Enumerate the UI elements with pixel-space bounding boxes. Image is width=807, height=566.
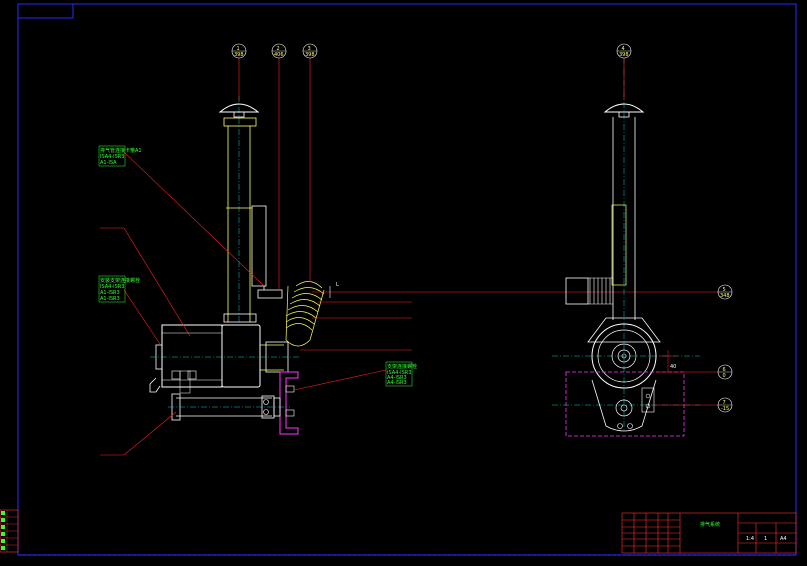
svg-text:A4-ISR3: A4-ISR3: [387, 375, 407, 381]
svg-text:1: 1: [237, 46, 240, 52]
svg-text:-15: -15: [721, 406, 729, 412]
svg-text:398: 398: [305, 52, 315, 58]
side-view: L: [100, 58, 720, 456]
title-sheet: 1: [764, 536, 767, 542]
bubble-5: 5 348: [717, 284, 733, 300]
corner-tab: [17, 3, 74, 19]
svg-text:2: 2: [277, 46, 280, 52]
bubble-4: 4 398: [616, 43, 632, 59]
dim-mark-right: 40: [670, 364, 676, 370]
svg-text:A1-ISR3: A1-ISR3: [100, 290, 120, 296]
svg-text:5: 5: [723, 287, 726, 293]
front-view: 40: [552, 58, 718, 437]
svg-text:ISA4-ISR3: ISA4-ISR3: [100, 284, 124, 290]
note-3: 支架连接螺栓 ISA4-ISR3 A4-ISR3 A4-ISR3: [385, 361, 417, 387]
muffler-end-outer: [591, 323, 657, 389]
frame-mount: [279, 371, 299, 435]
revision-strip: [0, 509, 19, 553]
title-rev: A4: [780, 536, 787, 542]
svg-text:ISA4-ISR3: ISA4-ISR3: [100, 154, 124, 160]
svg-text:安装支架连接螺栓: 安装支架连接螺栓: [100, 277, 140, 284]
svg-text:A1-ISA: A1-ISA: [100, 160, 117, 166]
svg-text:406: 406: [274, 52, 284, 58]
svg-text:398: 398: [619, 52, 629, 58]
svg-text:4: 4: [622, 46, 625, 52]
title-name: 排气系统: [700, 521, 720, 528]
title-scale: 1:4: [746, 536, 754, 542]
svg-text:A4-ISR3: A4-ISR3: [387, 380, 407, 386]
svg-text:398: 398: [234, 52, 244, 58]
svg-text:ISA4-ISR3: ISA4-ISR3: [387, 370, 411, 376]
sheet-border: [17, 3, 797, 556]
svg-text:排气管连接卡箍A1: 排气管连接卡箍A1: [100, 147, 142, 154]
svg-text:7: 7: [723, 400, 726, 406]
svg-text:支架连接螺栓: 支架连接螺栓: [387, 363, 417, 370]
flex-bellows: [285, 281, 325, 347]
title-block: [621, 512, 797, 554]
dim-mark-left: L: [336, 282, 339, 288]
bubble-1: 1 398: [231, 43, 247, 59]
bubble-3: 3 398: [302, 43, 318, 59]
svg-text:6: 6: [723, 367, 726, 373]
muffler-body: [161, 324, 223, 388]
note-2: 安装支架连接螺栓 ISA4-ISR3 A1-ISR3 A1-ISR3: [98, 275, 140, 303]
bubble-7: 7 -15: [717, 397, 733, 413]
svg-text:3: 3: [308, 46, 311, 52]
svg-text:0: 0: [723, 373, 726, 379]
svg-text:348: 348: [720, 293, 730, 299]
note-1: 排气管连接卡箍A1 ISA4-ISR3 A1-ISA: [98, 145, 142, 167]
bubble-2: 2 406: [271, 43, 287, 59]
bubble-6: 6 0: [717, 364, 733, 380]
frame-rail: [565, 371, 685, 437]
svg-text:A1-ISR3: A1-ISR3: [100, 296, 120, 302]
